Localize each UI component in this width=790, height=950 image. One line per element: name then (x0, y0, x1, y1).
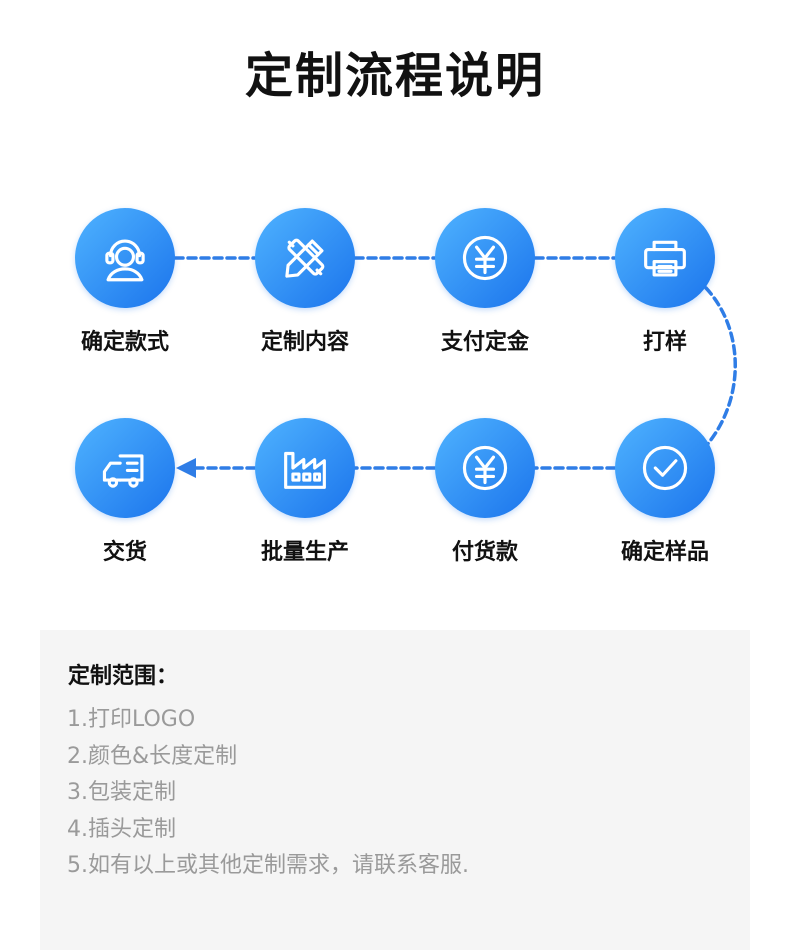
customer-service-icon (75, 208, 175, 308)
list-item: 5.如有以上或其他定制需求，请联系客服. (67, 853, 469, 878)
step-mass-production: 批量生产 (225, 418, 385, 566)
step-label: 确定款式 (80, 330, 169, 355)
scope-heading: 定制范围： (68, 664, 179, 689)
step-label: 定制内容 (260, 330, 349, 355)
yuan-coin-icon (435, 418, 535, 518)
step-confirm-style: 确定款式 (45, 208, 205, 356)
step-pay-balance: 付货款 (405, 418, 565, 566)
step-pay-deposit: 支付定金 (405, 208, 565, 356)
step-label: 交货 (102, 540, 147, 565)
step-label: 支付定金 (440, 330, 529, 355)
step-label: 打样 (642, 330, 687, 355)
scope-list: 1.打印LOGO 2.颜色&长度定制 3.包装定制 4.插头定制 5.如有以上或… (67, 702, 469, 885)
step-label: 确定样品 (620, 540, 709, 565)
step-label: 批量生产 (260, 540, 349, 565)
arrow-head-icon (176, 458, 196, 478)
step-proofing: 打样 (585, 208, 745, 356)
list-item: 3.包装定制 (67, 780, 176, 805)
list-item: 4.插头定制 (67, 816, 176, 842)
flow-connectors (173, 256, 737, 478)
delivery-truck-icon (75, 418, 175, 518)
step-confirm-sample: 确定样品 (585, 418, 745, 566)
connector-4-5 (704, 286, 737, 448)
process-flow: 确定款式 定制内容 支付定金 (45, 208, 745, 566)
list-item: 1.打印LOGO (67, 707, 196, 732)
page-title: 定制流程说明 (244, 48, 545, 104)
list-item: 2.颜色&长度定制 (67, 743, 238, 769)
factory-icon (255, 418, 355, 518)
check-circle-icon (615, 418, 715, 518)
printer-icon (615, 208, 715, 308)
yuan-coin-icon (435, 208, 535, 308)
customization-scope-panel: 定制范围： 1.打印LOGO 2.颜色&长度定制 3.包装定制 4.插头定制 5… (40, 630, 750, 950)
step-label: 付货款 (451, 540, 518, 565)
step-delivery: 交货 (45, 418, 205, 566)
step-custom-content: 定制内容 (225, 208, 385, 356)
design-tools-icon (255, 208, 355, 308)
